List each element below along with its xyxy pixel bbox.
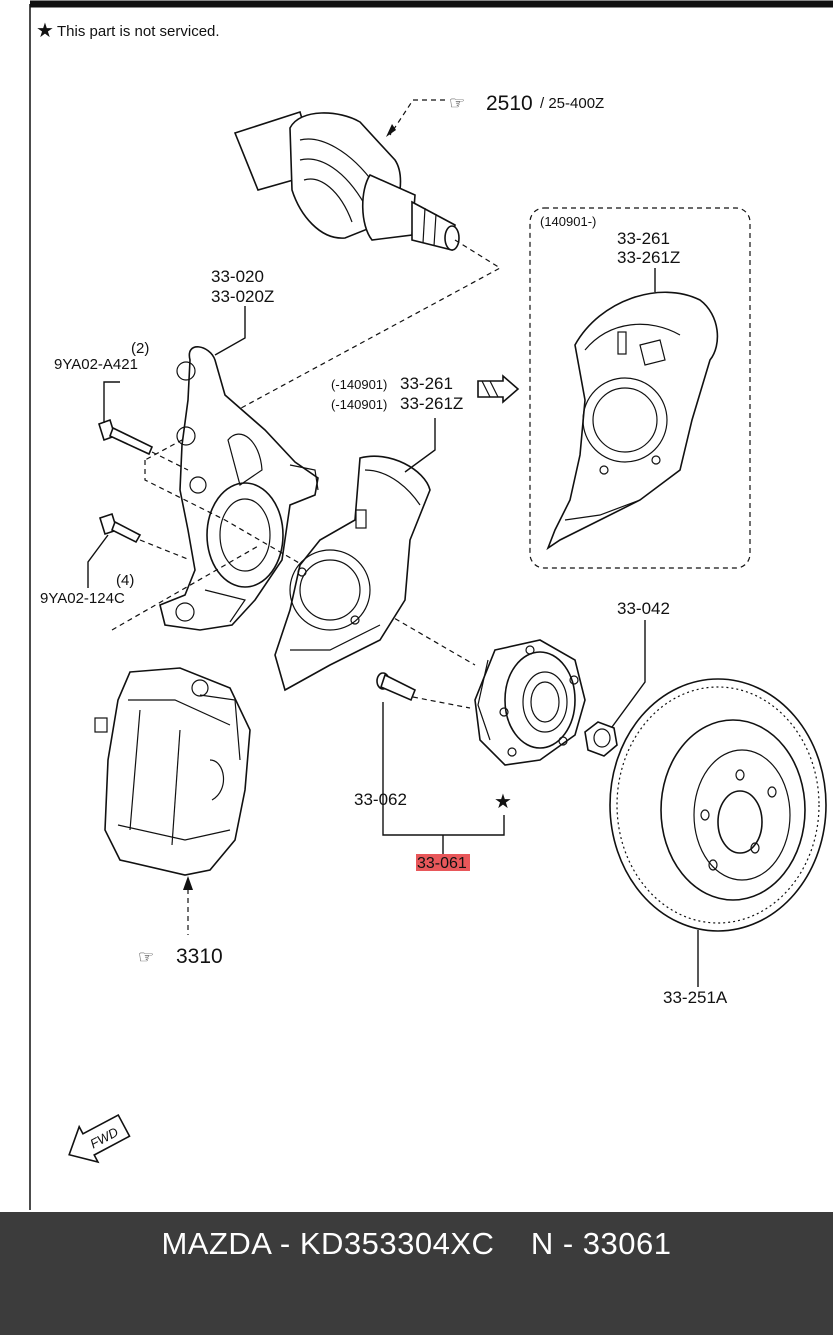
label-disc: 33-251A (663, 988, 728, 1007)
nut-leader (611, 620, 646, 728)
label-knuckle-2: 33-020Z (211, 287, 274, 306)
part-number-text: MAZDA - KD353304XC N - 33061 (161, 1226, 672, 1261)
label-shield-old-date-2: (-140901) (331, 397, 387, 412)
note-text: This part is not serviced. (57, 23, 220, 40)
bolt-top-guide (151, 451, 189, 471)
hub-highlight (416, 854, 470, 871)
hub-nut (584, 721, 618, 757)
label-drive-shaft-alt: / 25-400Z (540, 95, 604, 112)
dust-shield-old (274, 455, 431, 692)
footer-bar: MAZDA - KD353304XC N - 33061 (0, 1212, 833, 1335)
replacement-arrow-icon (477, 374, 520, 404)
label-bolt-top-qty: (2) (131, 340, 149, 357)
bolt-top-leader (103, 381, 120, 423)
shaft-leader (389, 99, 445, 136)
reference-icon: ☞ (449, 93, 465, 113)
caliper-arrow-icon (183, 876, 193, 890)
label-drive-shaft: 2510 (486, 92, 533, 115)
bolt-bottom-leader (87, 534, 109, 588)
label-shield-new-date: (140901-) (540, 214, 596, 229)
label-bolt-top: 9YA02-A421 (54, 356, 138, 373)
label-shield-new-1: 33-261 (617, 229, 670, 248)
knuckle-leader (214, 306, 246, 356)
steering-knuckle (159, 346, 319, 631)
label-knuckle-1: 33-020 (211, 267, 264, 286)
label-shield-old-1: 33-261 (400, 374, 453, 393)
bolt-top (98, 418, 154, 456)
diagram-canvas: ★ This part is not serviced. ☞ 2510 / 25… (29, 0, 833, 1210)
star-icon: ★ (36, 20, 54, 42)
bolt-bottom-guide (139, 539, 191, 561)
caliper-reference-icon: ☞ (138, 947, 154, 967)
dust-shield-new (546, 291, 719, 551)
not-serviced-star-icon: ★ (494, 791, 512, 813)
shield-old-leader (404, 418, 436, 473)
label-bolt-bottom: 9YA02-124C (40, 590, 125, 607)
drive-shaft (233, 110, 460, 251)
bolt-bottom (99, 512, 142, 544)
label-bolt-bottom-qty: (4) (116, 572, 134, 589)
caliper-centerline (111, 544, 261, 631)
label-caliper: 3310 (176, 945, 223, 968)
parts-diagram: ★ This part is not serviced. ☞ 2510 / 25… (29, 0, 833, 1210)
label-shield-old-date-1: (-140901) (331, 377, 387, 392)
hub-bolt (376, 672, 417, 702)
label-hub-assembly[interactable]: 33-061 (417, 855, 467, 872)
brake-caliper (94, 667, 251, 876)
hub-bolt-guide (412, 696, 471, 709)
hub-assembly (474, 639, 586, 766)
shield-new-box (529, 207, 751, 569)
label-hub-bolt: 33-062 (354, 790, 407, 809)
label-shield-old-2: 33-261Z (400, 394, 463, 413)
brake-disc (609, 678, 827, 932)
label-shield-new-2: 33-261Z (617, 248, 680, 267)
fwd-arrow-icon: FWD (68, 1113, 131, 1164)
shaft-arrow-icon (386, 124, 396, 137)
label-nut: 33-042 (617, 599, 670, 618)
